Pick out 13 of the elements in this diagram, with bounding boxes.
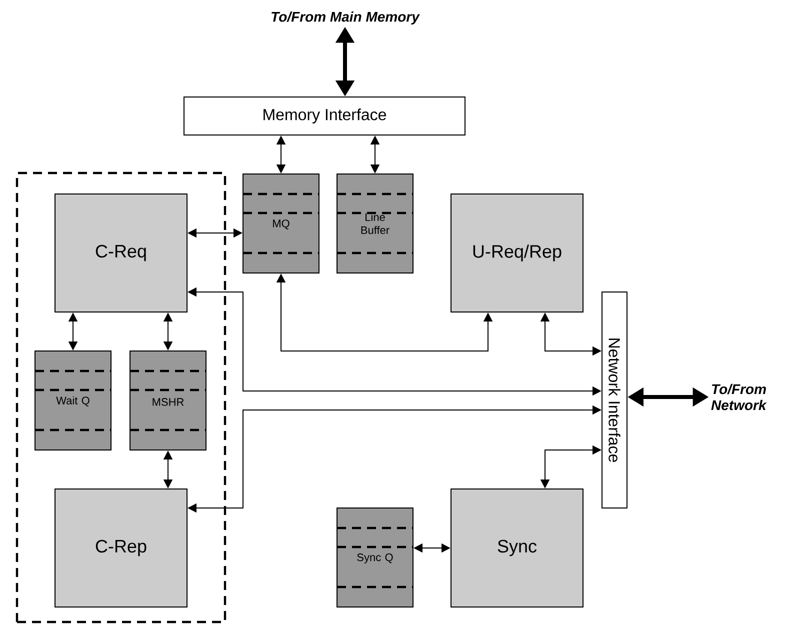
block-box: C-Req xyxy=(54,194,188,312)
queue-box: MQ xyxy=(242,174,320,274)
queue-box: Line Buffer xyxy=(336,174,414,274)
queue-box: Sync Q xyxy=(336,508,414,608)
queue-box: Wait Q xyxy=(34,350,112,450)
block-box: Sync xyxy=(450,488,584,608)
interface-box: Network Interface xyxy=(602,292,628,508)
interface-box: Memory Interface xyxy=(184,96,466,136)
heading: To/From Main Memory xyxy=(272,11,420,25)
queue-box: MSHR xyxy=(130,350,206,450)
heading: To/From Network xyxy=(711,384,767,410)
block-box: C-Rep xyxy=(54,488,188,608)
block-box: U-Req/Rep xyxy=(450,194,584,312)
